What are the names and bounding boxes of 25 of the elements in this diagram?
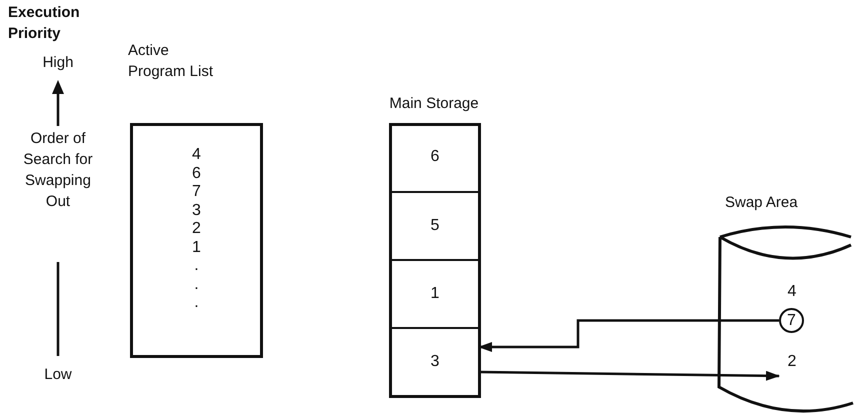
axis-label: Order of Search for Swapping Out bbox=[22, 129, 94, 212]
list-entry: 6 bbox=[192, 164, 201, 183]
list-entry: 2 bbox=[192, 220, 201, 238]
program-number: 4 bbox=[779, 281, 805, 303]
arrow bbox=[478, 319, 779, 352]
list-entry: 7 bbox=[192, 183, 201, 202]
list-heading: Active Program List bbox=[128, 41, 214, 82]
program-number: 2 bbox=[779, 343, 805, 381]
circled-number: 7 bbox=[779, 308, 804, 333]
list-entry: . bbox=[194, 257, 199, 276]
list-entry: 4 bbox=[192, 146, 201, 164]
storage-slot: 5 bbox=[392, 191, 478, 259]
list-entry: 1 bbox=[192, 238, 201, 257]
axis-title: Execution Priority bbox=[8, 3, 81, 44]
arrow bbox=[478, 370, 780, 381]
list-entry: 3 bbox=[192, 202, 201, 220]
axis-label: Low bbox=[43, 365, 73, 385]
storage-slot: 1 bbox=[392, 259, 478, 327]
list-entry: . bbox=[194, 276, 199, 294]
storage-heading: Main Storage bbox=[388, 94, 480, 114]
axis-label: High bbox=[42, 53, 74, 73]
storage-slot: 3 bbox=[392, 327, 478, 395]
storage-slot: 6 bbox=[392, 123, 478, 191]
list-entry: . bbox=[194, 294, 199, 312]
swap-heading: Swap Area bbox=[725, 193, 799, 213]
